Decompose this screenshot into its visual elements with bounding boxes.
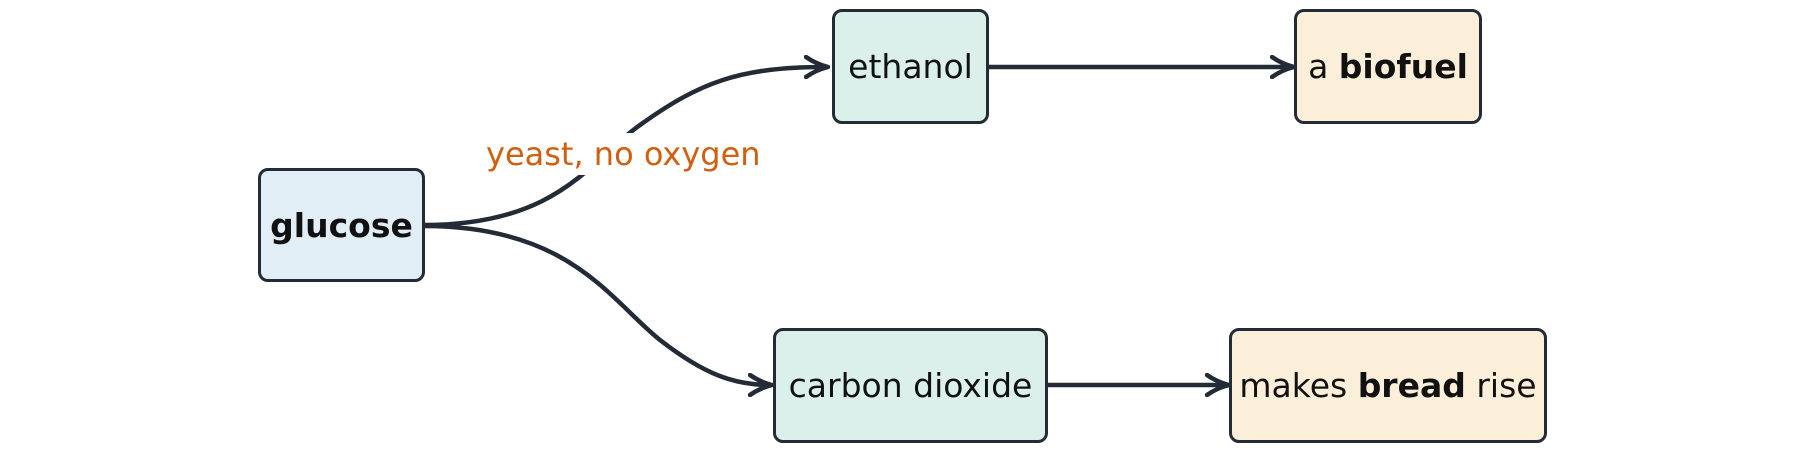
edge-label-yeast-no-oxygen: yeast, no oxygen (480, 133, 767, 175)
node-bread: makes bread rise (1229, 328, 1547, 443)
node-ethanol-label: ethanol (848, 47, 973, 86)
edge-glucose-co2 (423, 223, 770, 385)
node-bread-bold: bread (1357, 366, 1466, 405)
node-carbon-dioxide: carbon dioxide (773, 328, 1048, 443)
node-bread-prefix: makes (1239, 366, 1358, 405)
node-glucose-label: glucose (270, 205, 413, 245)
node-carbon-dioxide-label: carbon dioxide (788, 366, 1033, 405)
node-biofuel: a biofuel (1294, 9, 1482, 124)
node-glucose: glucose (258, 168, 425, 282)
node-ethanol: ethanol (832, 9, 989, 124)
node-biofuel-bold: biofuel (1338, 47, 1468, 86)
node-bread-suffix: rise (1465, 366, 1537, 405)
edge-glucose-ethanol (423, 67, 826, 228)
node-biofuel-prefix: a (1308, 47, 1339, 86)
